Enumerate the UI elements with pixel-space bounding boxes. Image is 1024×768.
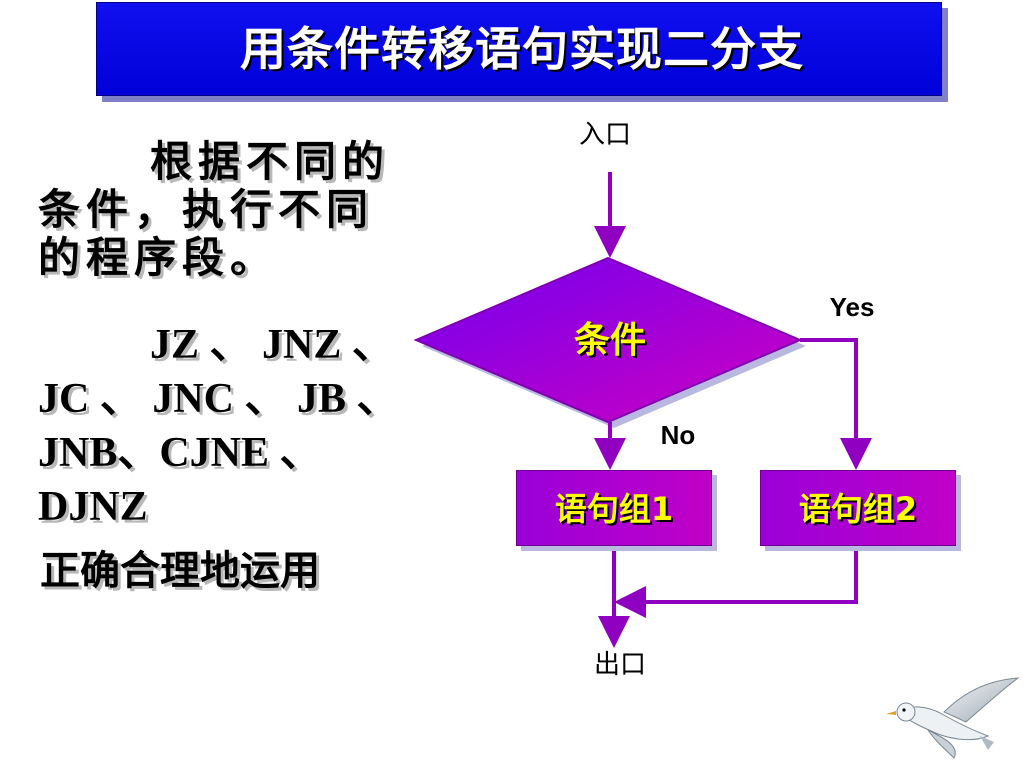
instruction-list: JZ 、 JNZ 、 JC 、 JNC 、 JB 、 JNB、CJNE 、 DJ… — [38, 322, 399, 530]
exit-label: 出口 — [593, 650, 646, 680]
usage-note: 正确合理地运用 — [40, 548, 320, 594]
no-label: No — [660, 420, 696, 450]
block2-merge-line — [614, 546, 858, 618]
yes-branch-line — [800, 338, 872, 470]
title-bar — [96, 2, 942, 96]
slide-title: 用条件转移语句实现二分支 — [240, 22, 804, 76]
description-paragraph: 根据不同的条件，执行不同的程序段。 — [38, 137, 391, 282]
condition-label: 条件 — [573, 320, 646, 361]
yes-label: Yes — [829, 292, 875, 322]
entry-label: 入口 — [578, 120, 631, 150]
statement-block-1: 语句组1 — [516, 470, 712, 546]
seagull-icon — [886, 677, 1020, 759]
statement-block-2: 语句组2 — [760, 470, 956, 546]
